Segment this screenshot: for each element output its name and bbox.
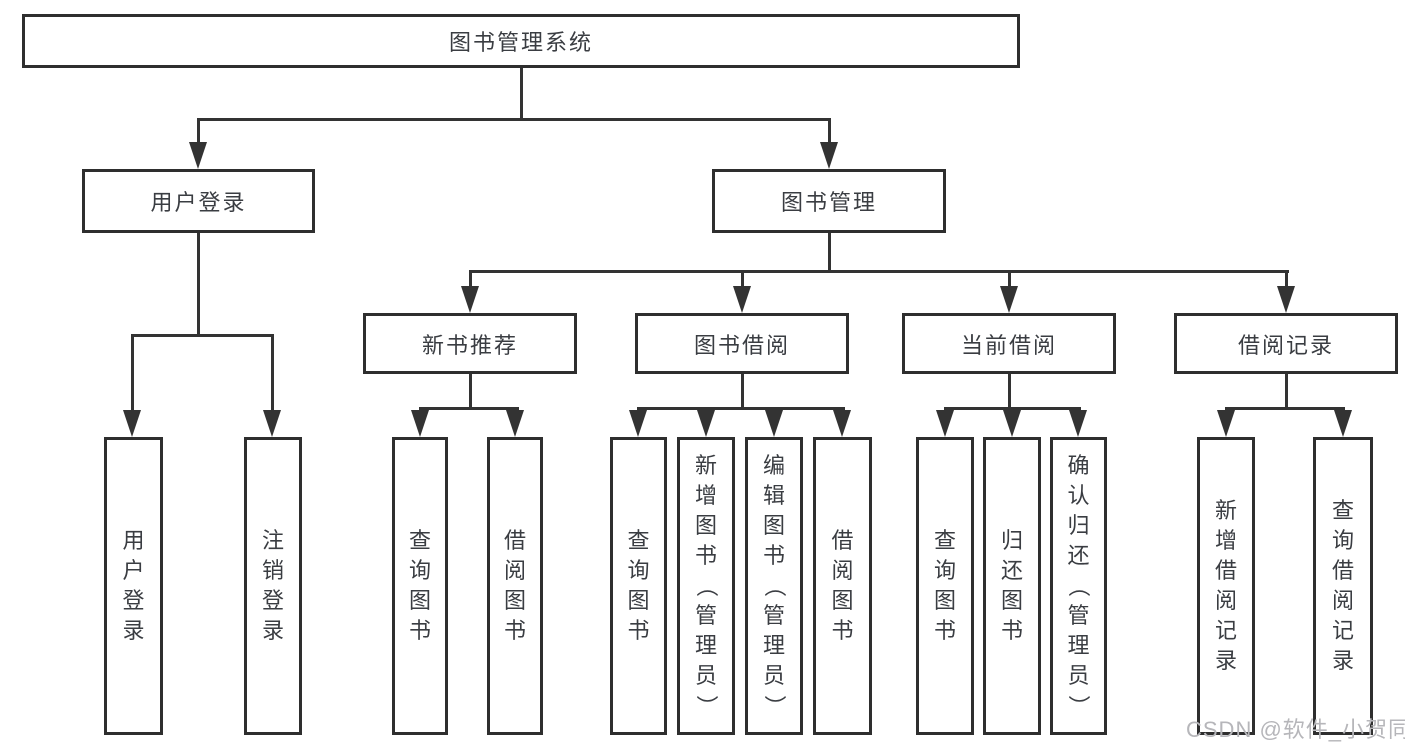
connector-rail (637, 407, 845, 410)
leaf-return-books: 归还图书 (983, 437, 1041, 735)
leaf-query-books-recommend: 查询图书 (392, 437, 448, 735)
arrow-down-icon (1003, 410, 1021, 437)
node-book-management: 图书管理 (712, 169, 946, 233)
leaf-query-borrow-record: 查询借阅记录 (1313, 437, 1373, 735)
node-borrow-records: 借阅记录 (1174, 313, 1398, 374)
arrow-down-icon (1217, 410, 1235, 437)
connector-user-login-stem (197, 233, 200, 337)
arrow-down-icon (189, 142, 207, 169)
arrow-down-icon (1334, 410, 1352, 437)
node-current-borrowing: 当前借阅 (902, 313, 1116, 374)
arrow-down-icon (820, 142, 838, 169)
leaf-user-login: 用户登录 (104, 437, 163, 735)
arrow-down-icon (506, 410, 524, 437)
connector-stem (1285, 374, 1288, 410)
leaf-edit-books-admin: 编辑图书（管理员） (745, 437, 803, 735)
connector-book-mgmt-stem (828, 233, 831, 273)
connector-drop (1285, 270, 1288, 290)
leaf-logout: 注销登录 (244, 437, 302, 735)
connector-drop (741, 270, 744, 290)
connector-rail (419, 407, 519, 410)
node-library-management-system: 图书管理系统 (22, 14, 1020, 68)
connector-book-mgmt-rail (469, 270, 1289, 273)
arrow-down-icon (123, 410, 141, 437)
leaf-add-books-admin: 新增图书（管理员） (677, 437, 735, 735)
connector-root-rail (197, 118, 831, 121)
leaf-borrow-books-borrowing: 借阅图书 (813, 437, 872, 735)
connector-root-stem (520, 68, 523, 118)
csdn-watermark: CSDN @软件_小贺同学 (1186, 717, 1405, 742)
node-user-login: 用户登录 (82, 169, 315, 233)
leaf-query-books-current: 查询图书 (916, 437, 974, 735)
arrow-down-icon (629, 410, 647, 437)
connector-user-login-rail (131, 334, 274, 337)
arrow-down-icon (263, 410, 281, 437)
arrow-down-icon (1277, 286, 1295, 313)
arrow-down-icon (1000, 286, 1018, 313)
leaf-confirm-return-admin: 确认归还（管理员） (1050, 437, 1107, 735)
connector-drop (828, 118, 831, 146)
leaf-query-books-borrowing: 查询图书 (610, 437, 667, 735)
connector-rail (1225, 407, 1345, 410)
node-book-borrowing: 图书借阅 (635, 313, 849, 374)
arrow-down-icon (697, 410, 715, 437)
connector-stem (741, 374, 744, 410)
arrow-down-icon (936, 410, 954, 437)
connector-drop (131, 334, 134, 414)
leaf-add-borrow-record: 新增借阅记录 (1197, 437, 1255, 735)
connector-drop (271, 334, 274, 414)
connector-stem (469, 374, 472, 410)
node-new-book-recommend: 新书推荐 (363, 313, 577, 374)
leaf-borrow-books-recommend: 借阅图书 (487, 437, 543, 735)
arrow-down-icon (411, 410, 429, 437)
arrow-down-icon (1069, 410, 1087, 437)
arrow-down-icon (733, 286, 751, 313)
arrow-down-icon (461, 286, 479, 313)
arrow-down-icon (833, 410, 851, 437)
connector-drop (469, 270, 472, 290)
connector-drop (1008, 270, 1011, 290)
connector-drop (197, 118, 200, 146)
connector-stem (1008, 374, 1011, 410)
arrow-down-icon (765, 410, 783, 437)
